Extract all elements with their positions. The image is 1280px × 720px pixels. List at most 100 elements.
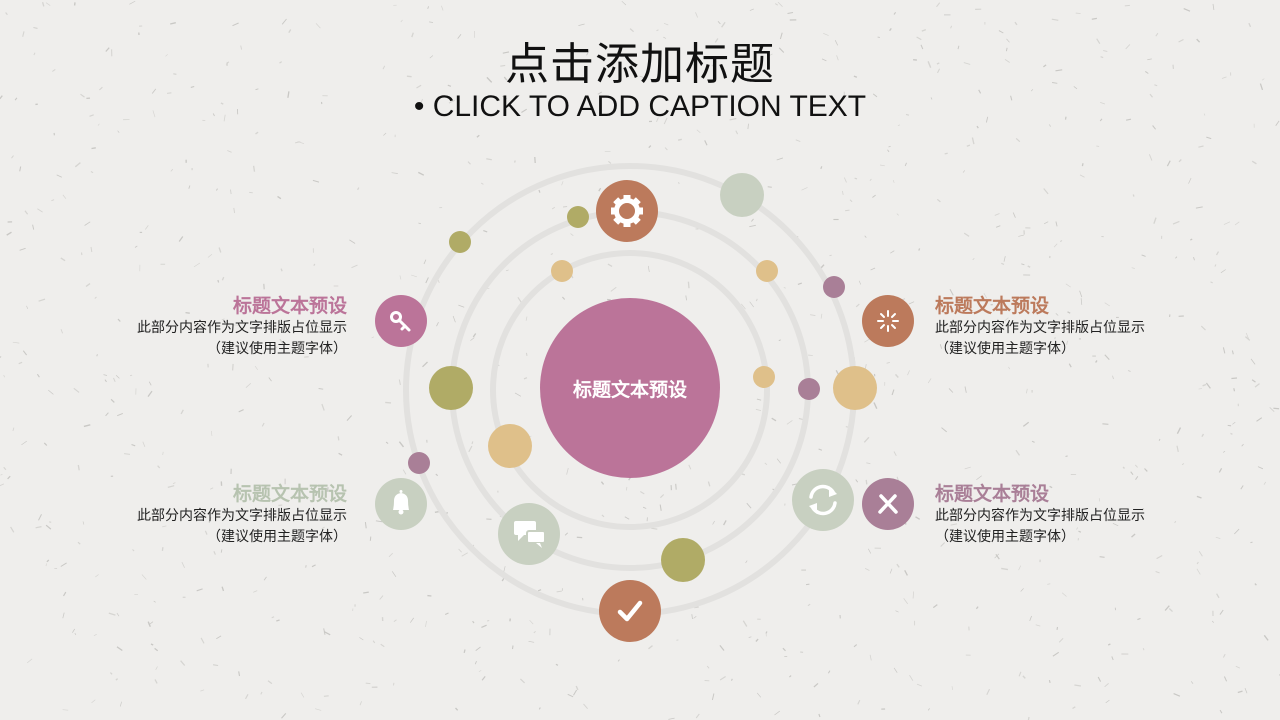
paper-fleck: [1219, 609, 1224, 615]
paper-fleck: [1240, 485, 1244, 490]
paper-fleck: [1149, 93, 1153, 98]
paper-fleck: [337, 436, 340, 441]
paper-fleck: [853, 644, 858, 648]
paper-fleck: [276, 619, 280, 622]
paper-fleck: [741, 303, 746, 310]
paper-fleck: [538, 707, 541, 710]
paper-fleck: [897, 124, 901, 127]
paper-fleck: [730, 94, 734, 98]
paper-fleck: [1067, 311, 1071, 314]
paper-fleck: [315, 708, 322, 711]
paper-fleck: [110, 398, 115, 403]
paper-fleck: [147, 390, 153, 397]
paper-fleck: [1237, 690, 1243, 694]
dot: [798, 378, 820, 400]
refresh-arrow: [809, 503, 817, 514]
paper-fleck: [12, 341, 20, 344]
paper-fleck: [461, 552, 468, 557]
paper-fleck: [786, 420, 793, 425]
paper-fleck: [1241, 443, 1244, 447]
paper-fleck: [375, 520, 383, 523]
paper-fleck: [274, 346, 278, 350]
paper-fleck: [400, 19, 403, 23]
paper-fleck: [210, 487, 214, 490]
paper-fleck: [749, 8, 754, 11]
paper-fleck: [162, 525, 167, 528]
paper-fleck: [746, 502, 752, 509]
paper-fleck: [688, 464, 692, 470]
paper-fleck: [717, 21, 721, 25]
paper-fleck: [83, 424, 91, 428]
paper-fleck: [791, 483, 798, 486]
paper-fleck: [696, 129, 701, 133]
paper-fleck: [444, 612, 449, 615]
paper-fleck: [45, 563, 47, 567]
paper-fleck: [660, 494, 665, 499]
paper-fleck: [1141, 254, 1146, 257]
paper-fleck: [351, 264, 358, 269]
paper-fleck: [0, 483, 5, 487]
paper-fleck: [357, 187, 360, 191]
paper-fleck: [318, 388, 324, 390]
paper-fleck: [346, 415, 353, 421]
paper-fleck: [834, 40, 839, 46]
paper-fleck: [1244, 336, 1251, 341]
paper-fleck: [1137, 617, 1141, 621]
paper-fleck: [263, 576, 267, 581]
paper-fleck: [888, 145, 891, 148]
paper-fleck: [1181, 463, 1185, 466]
paper-fleck: [1103, 50, 1108, 52]
paper-fleck: [89, 114, 94, 117]
paper-fleck: [1222, 347, 1226, 354]
paper-fleck: [33, 27, 38, 29]
paper-fleck: [745, 560, 748, 564]
paper-fleck: [1027, 716, 1030, 720]
paper-fleck: [1261, 78, 1265, 81]
paper-fleck: [1219, 709, 1223, 714]
paper-fleck: [1231, 350, 1234, 355]
paper-fleck: [528, 640, 535, 643]
paper-fleck: [155, 666, 158, 670]
paper-fleck: [338, 452, 343, 456]
paper-fleck: [648, 645, 653, 650]
paper-fleck: [1153, 217, 1157, 224]
paper-fleck: [891, 389, 895, 396]
paper-fleck: [927, 378, 932, 384]
paper-fleck: [1102, 423, 1109, 425]
paper-fleck: [116, 646, 123, 652]
paper-fleck: [1065, 455, 1068, 458]
paper-fleck: [26, 658, 33, 664]
paper-fleck: [795, 139, 801, 143]
paper-fleck: [363, 591, 369, 594]
paper-fleck: [349, 239, 356, 244]
paper-fleck: [483, 230, 488, 233]
paper-fleck: [0, 473, 3, 476]
paper-fleck: [1055, 313, 1059, 316]
paper-fleck: [359, 701, 362, 706]
paper-fleck: [467, 161, 471, 165]
paper-fleck: [1104, 354, 1110, 360]
paper-fleck: [21, 440, 27, 446]
paper-fleck: [425, 277, 429, 284]
paper-fleck: [729, 117, 737, 121]
paper-fleck: [323, 631, 331, 636]
paper-fleck: [868, 548, 872, 554]
paper-fleck: [240, 45, 242, 50]
paper-fleck: [1196, 568, 1201, 575]
paper-fleck: [215, 188, 218, 191]
paper-fleck: [570, 76, 573, 79]
paper-fleck: [14, 97, 18, 101]
paper-fleck: [1223, 676, 1228, 682]
paper-fleck: [170, 168, 174, 172]
paper-fleck: [1004, 59, 1010, 63]
paper-fleck: [1244, 687, 1248, 694]
gear-icon: [611, 195, 643, 227]
paper-fleck: [281, 304, 284, 307]
paper-fleck: [382, 65, 386, 70]
paper-fleck: [436, 322, 439, 327]
paper-fleck: [261, 422, 265, 427]
paper-fleck: [570, 233, 574, 236]
refresh-node: [792, 469, 854, 531]
paper-fleck: [151, 88, 157, 94]
paper-fleck: [105, 47, 110, 52]
